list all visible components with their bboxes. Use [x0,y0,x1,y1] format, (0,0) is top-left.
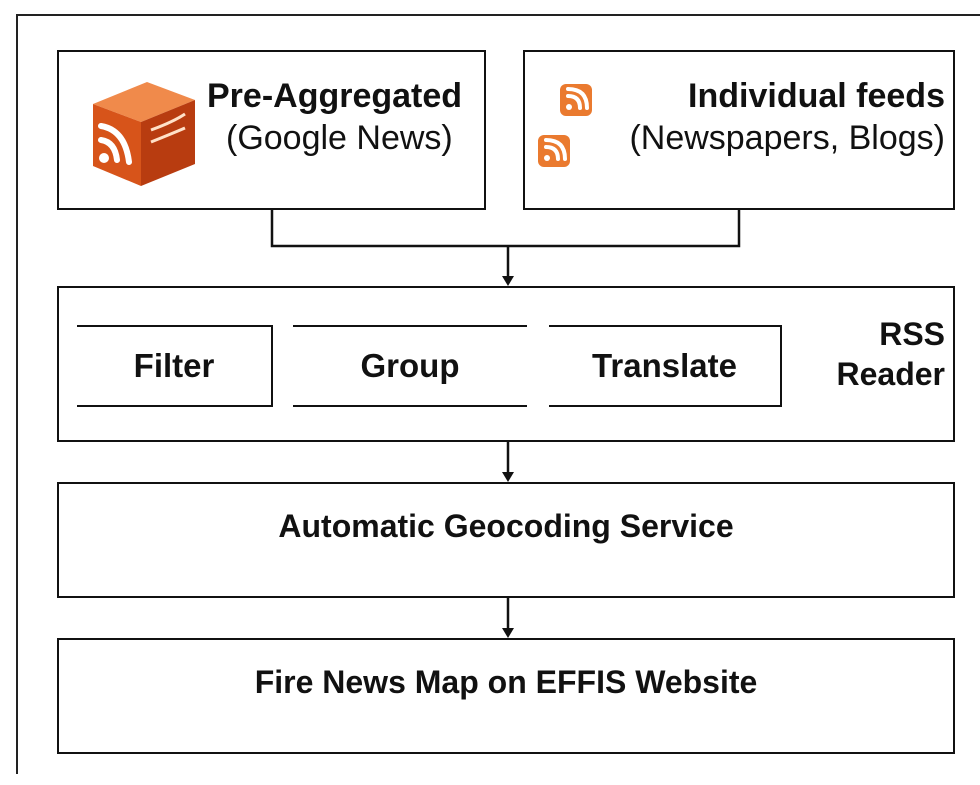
individual-feeds-source-box: Individual feeds (Newspapers, Blogs) [523,50,955,210]
rss-feed-icon [538,135,570,167]
fire-news-map-box: Fire News Map on EFFIS Website [57,638,955,754]
pre-aggregated-title: Pre-Aggregated [207,77,463,115]
rss-cube-icon [93,82,195,186]
rss-reader-title-line2: Reader [836,356,946,392]
group-step-label: Group [360,347,460,384]
translate-step-box: Translate [549,325,782,407]
rss-reader-box: Filter Group Translate RSS Reader [57,286,955,442]
rss-feed-icon [560,84,592,116]
geocoding-service-box: Automatic Geocoding Service [57,482,955,598]
pre-aggregated-subtitle: (Google News) [226,119,453,157]
fire-news-map-label: Fire News Map on EFFIS Website [254,664,758,700]
individual-feeds-title: Individual feeds [688,77,945,115]
geocoding-service-label: Automatic Geocoding Service [278,508,734,544]
rss-reader-title: RSS Reader [837,314,946,394]
rss-reader-title-line1: RSS [879,316,945,352]
filter-step-label: Filter [133,347,215,384]
translate-step-label: Translate [592,347,737,384]
group-step-box: Group [293,325,527,407]
filter-step-box: Filter [77,325,273,407]
individual-feeds-subtitle: (Newspapers, Blogs) [629,119,945,157]
diagram-frame [16,14,980,774]
pre-aggregated-source-box: Pre-Aggregated (Google News) [57,50,486,210]
